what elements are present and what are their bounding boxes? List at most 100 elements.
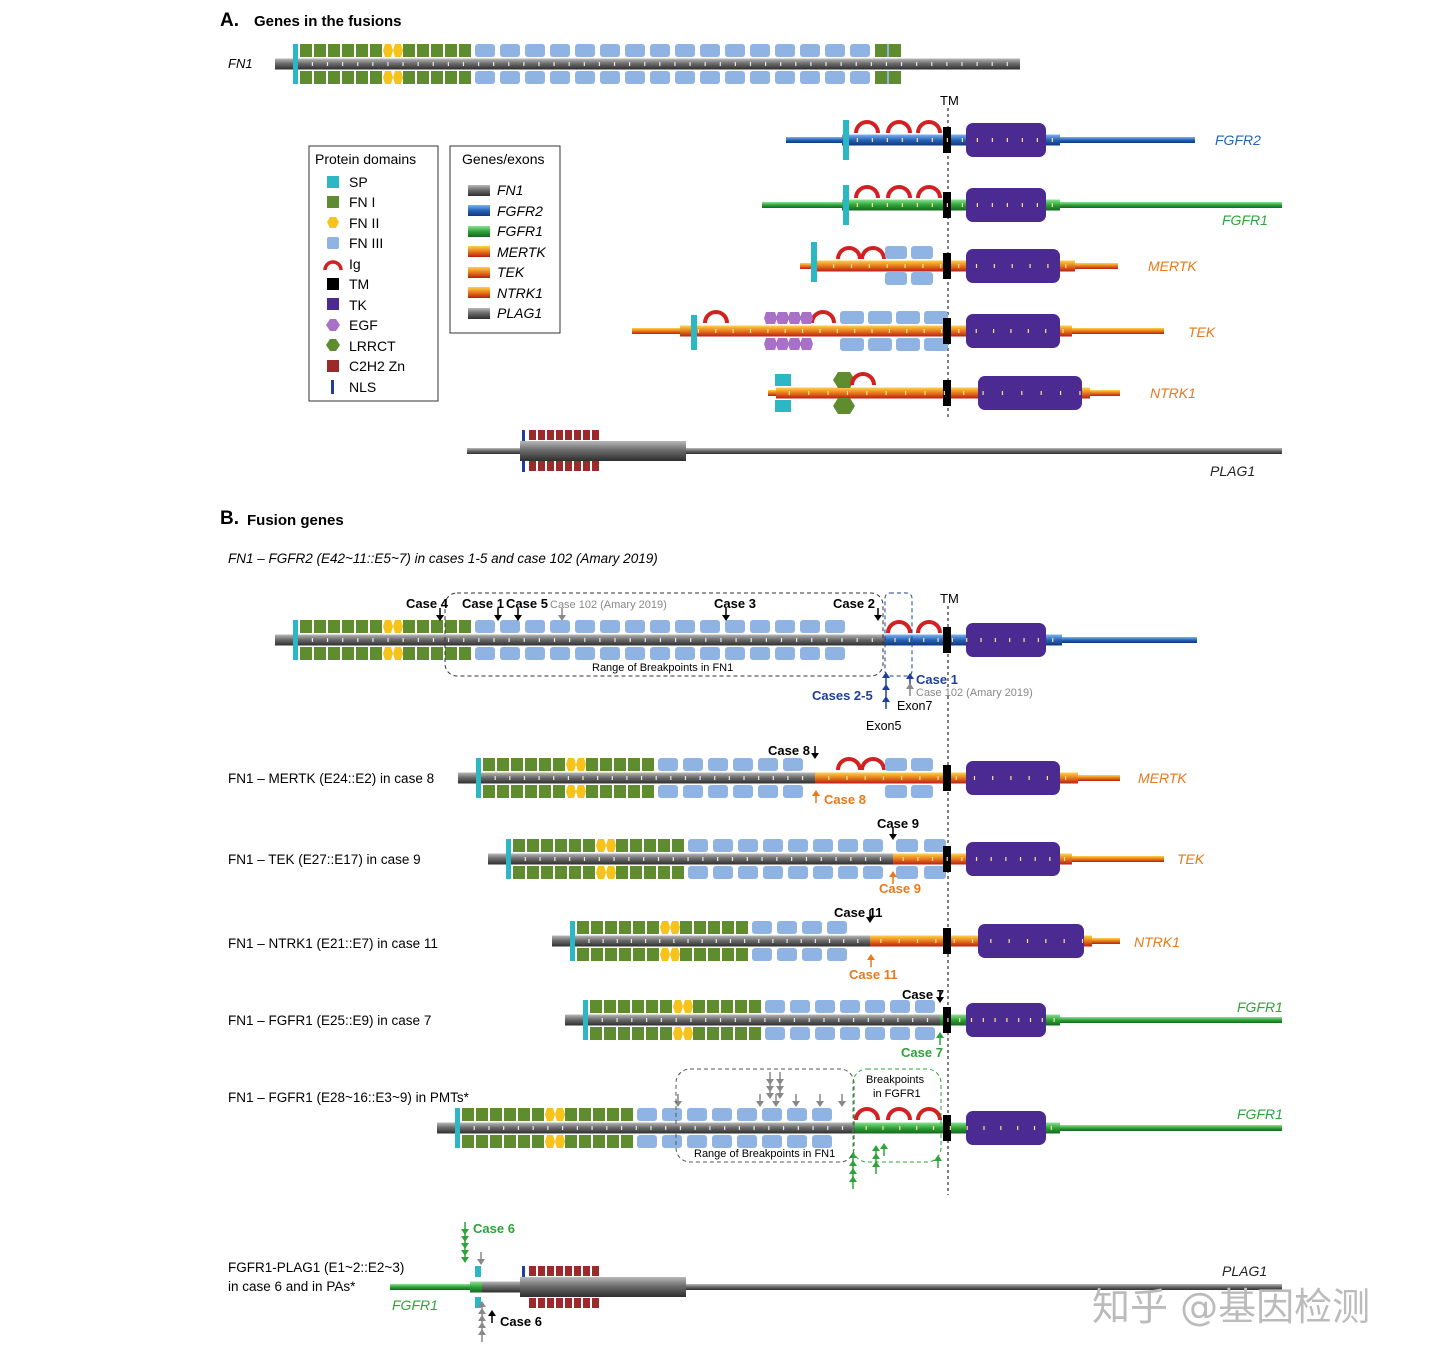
fn1-type-i-domain [590,1027,602,1040]
exon-tick [982,1018,984,1022]
fn3-domain [924,338,948,351]
sp-domain [775,374,791,386]
exon-tick [886,264,888,268]
sp-domain [843,120,849,160]
fn1-type-iii-domain [840,1000,860,1013]
fn1-type-i-domain [328,44,340,57]
breakpoint-arrow-head [880,1143,888,1149]
exon-tick [886,138,888,142]
fn1-type-iii-domain [733,758,753,771]
exon-tick [1019,857,1022,861]
breakpoint-arrow-head [478,1308,486,1314]
sp-domain [293,620,298,660]
exon-tick [764,1018,766,1022]
exon-tick [1081,939,1084,943]
fn1-type-iii-domain [775,647,795,660]
breakpoint-arrow-head [478,1301,486,1307]
exon-tick [904,264,906,268]
case8-bottom-label: Case 8 [824,792,866,807]
exon-tick [951,638,953,642]
exon-tick [868,264,870,268]
fn1-type-iii-domain [712,1108,732,1121]
exon-tick [1050,1126,1052,1130]
fn1-type-iii-domain [500,620,520,633]
case1-fgfr2-label: Case 1 [916,672,958,687]
fn1-type-iii-domain [550,620,570,633]
breakpoint-arrow-head [866,917,874,923]
exon-tick [616,939,618,943]
fn3-domain [885,785,907,798]
breakpoint-arrow-head [889,834,897,840]
fn1-type-i-domain [462,1135,474,1148]
exon-tick [820,857,822,861]
gene-bar [488,853,893,865]
tm-legend-swatch [327,278,339,290]
fn1-type-i-domain [632,1000,644,1013]
exon-tick [675,1018,677,1022]
fn1-type-i-domain [875,44,887,57]
gene-bar [458,772,815,784]
exon-tick [517,1126,520,1130]
fn1-type-iii-domain [687,1135,707,1148]
breakpoint-arrow-head [849,1160,857,1166]
exon-tick [628,857,630,861]
tek-fusion-gene-label: TEK [1177,851,1205,867]
exon-tick [835,857,837,861]
exon-tick [606,1126,608,1130]
fn1-type-i-domain [722,921,734,934]
exon-tick [843,939,845,943]
exon-tick [576,1126,578,1130]
exon-tick [591,1126,593,1130]
fn1-type-iii-domain [550,647,570,660]
fn1-type-iii-domain [758,785,778,798]
case6-top-label: Case 6 [473,1221,515,1236]
fn1-type-iii-domain [737,1108,757,1121]
exon-tick [1000,1126,1002,1130]
tk-domain [966,188,1046,222]
nls-mark [522,1266,525,1277]
fn3-domain [885,272,907,285]
legend-item-fn-ii: FN II [349,215,379,231]
fn1-type-i-domain [680,921,692,934]
fn1-type-i-domain [644,866,656,879]
exon-tick [973,776,976,780]
fn1-type-iii-domain [825,647,845,660]
fn1-type-i-domain [736,921,748,934]
exon-tick [660,1018,662,1022]
exon-tick [749,1018,751,1022]
exon-tick [417,638,419,642]
fn1-type-iii-domain [838,839,858,852]
exon-tick [679,1126,682,1130]
tk-domain [966,249,1060,283]
fn1-type-iii-domain [775,71,795,84]
fn2-domain [670,948,680,961]
fn1-type-iii-domain [683,785,703,798]
ig-domain-arc [886,185,912,199]
exon-tick [916,138,918,142]
c2h2-zn-domain [583,1298,590,1308]
c2h2-zn-domain [565,461,572,471]
breakpoint-arrow-head [882,672,890,678]
exon-tick [746,857,748,861]
fn1-type-i-domain [431,44,443,57]
case8-top-label: Case 8 [768,743,810,758]
tm-domain [943,765,951,791]
fn1-type-iii-domain [840,1027,860,1040]
exon-tick [793,1018,796,1022]
tek-legend-bar [468,267,490,278]
fn1-type-iii-domain [675,71,695,84]
exon-tick [715,329,717,333]
ntrk1-legend-bar [468,287,490,298]
exon-tick [963,391,965,395]
exon-tick [650,1126,652,1130]
exon-tick [904,391,907,395]
exon-tick [871,203,873,207]
fn1-type-i-domain [459,620,471,633]
exon-tick [808,1018,810,1022]
exon-tick [923,638,925,642]
exon-tick [958,329,960,333]
fn1-type-iii-domain [775,620,795,633]
fn1-type-iii-domain [713,866,733,879]
fn1-type-iii-domain [865,1027,885,1040]
exon-tick [734,62,736,66]
